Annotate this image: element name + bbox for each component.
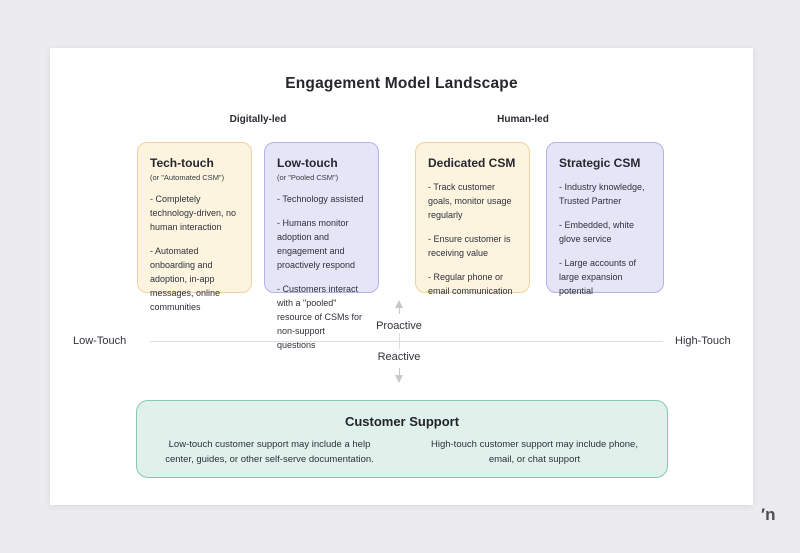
bullet-item: - Ensure customer is receiving value (428, 234, 511, 258)
card-dedicated-csm: Dedicated CSM - Track customer goals, mo… (415, 142, 530, 296)
card-subtitle: (or "Pooled CSM") (277, 173, 339, 182)
customer-support-box: Customer Support Low-touch customer supp… (136, 400, 668, 478)
bullet-item: - Large accounts of large expansion pote… (559, 258, 637, 296)
brand-logo: ′n (761, 505, 776, 524)
bullet-item: - Industry knowledge, Trusted Partner (559, 182, 645, 206)
customer-support-columns: Low-touch customer support may include a… (137, 437, 667, 467)
card-body: - Technology assisted - Humans monitor a… (277, 192, 366, 352)
diagram-page: Engagement Model Landscape Digitally-led… (50, 48, 753, 505)
card-body: - Industry knowledge, Trusted Partner - … (559, 180, 651, 298)
y-axis-label-reactive: Reactive (372, 350, 426, 364)
bullet-item: - Humans monitor adoption and engagement… (277, 218, 356, 270)
card-title: Tech-touch (150, 156, 214, 170)
card-body: - Track customer goals, monitor usage re… (428, 180, 517, 298)
x-axis-label-high-touch: High-Touch (675, 335, 731, 347)
card-body: - Completely technology-driven, no human… (150, 192, 239, 314)
card-strategic-csm: Strategic CSM - Industry knowledge, Trus… (546, 142, 664, 296)
arrow-up-stem (399, 307, 400, 314)
bullet-item: - Automated onboarding and adoption, in-… (150, 246, 221, 312)
card-title: Low-touch (277, 156, 338, 170)
arrow-down-stem (399, 368, 400, 375)
card-title: Strategic CSM (559, 156, 641, 170)
card-title: Dedicated CSM (428, 156, 516, 170)
arrow-up-icon (395, 300, 403, 308)
x-axis-label-low-touch: Low-Touch (73, 335, 127, 347)
bullet-item: - Regular phone or email communication (428, 272, 513, 296)
bullet-item: - Technology assisted (277, 194, 364, 204)
support-high-touch-text: High-touch customer support may include … (430, 439, 638, 465)
x-axis-line (150, 341, 663, 342)
page-title: Engagement Model Landscape (285, 75, 518, 92)
card-subtitle: (or "Automated CSM") (150, 173, 225, 182)
group-label-digitally-led: Digitally-led (229, 114, 287, 125)
y-axis-line (399, 333, 400, 349)
bullet-item: - Track customer goals, monitor usage re… (428, 182, 512, 220)
customer-support-title: Customer Support (344, 414, 460, 429)
arrow-down-icon (395, 375, 403, 383)
y-axis-label-proactive: Proactive (371, 319, 427, 333)
card-low-touch: Low-touch (or "Pooled CSM") - Technology… (264, 142, 379, 350)
card-tech-touch: Tech-touch (or "Automated CSM") - Comple… (137, 142, 252, 312)
bullet-item: - Completely technology-driven, no human… (150, 194, 237, 232)
group-label-human-led: Human-led (497, 114, 549, 125)
bullet-item: - Customers interact with a "pooled" res… (277, 284, 363, 350)
support-low-touch-text: Low-touch customer support may include a… (165, 439, 374, 465)
bullet-item: - Embedded, white glove service (559, 220, 635, 244)
